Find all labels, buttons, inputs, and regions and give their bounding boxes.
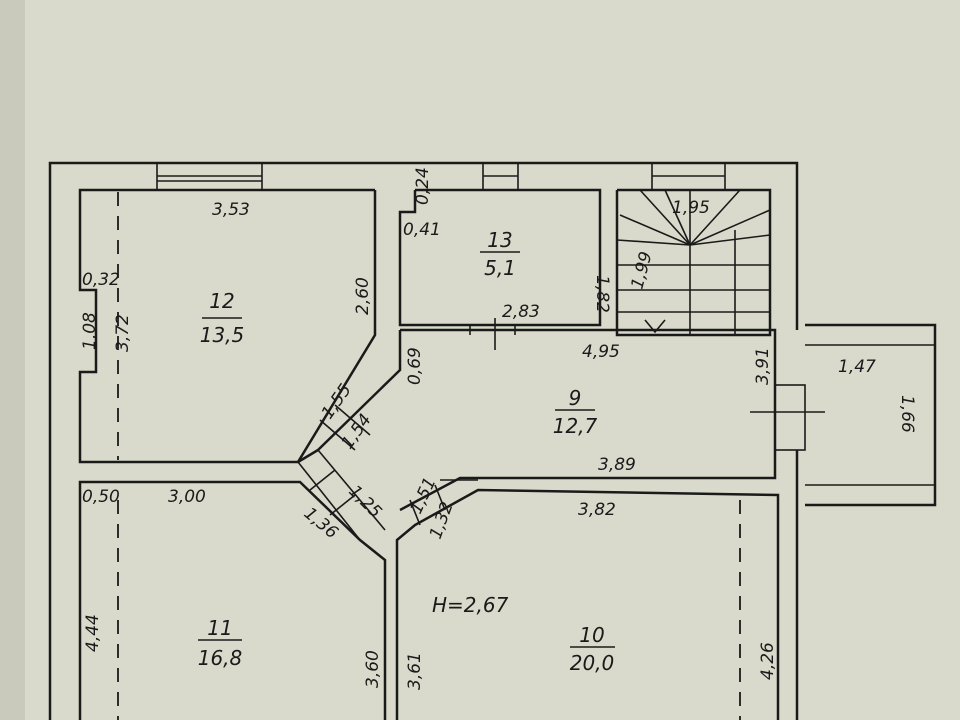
page-edge xyxy=(0,0,25,720)
dim-r12-notch-w: 0,32 xyxy=(82,270,120,290)
room-10-area: 20,0 xyxy=(570,651,615,675)
dim-r13-right: 1,82 xyxy=(592,275,612,313)
dim-balcony-w: 1,47 xyxy=(838,357,876,377)
room-12 xyxy=(78,188,377,464)
room-labels: 12 13,5 13 5,1 9 12,7 11 16,8 10 20,0 H=… xyxy=(198,228,615,675)
room-10 xyxy=(395,488,780,720)
dim-r12-right: 2,60 xyxy=(353,277,373,315)
dim-r11-notch: 0,50 xyxy=(82,487,120,507)
room-13 xyxy=(398,188,602,327)
dim-r10-left: 3,61 xyxy=(405,652,425,690)
room-13-area: 5,1 xyxy=(484,256,516,280)
dim-stair-top: 1,95 xyxy=(672,198,710,218)
ceiling-height: H=2,67 xyxy=(432,593,509,617)
dim-r9-right: 3,91 xyxy=(753,347,773,385)
dim-r12-top: 3,53 xyxy=(212,200,250,220)
dim-r9-left: 0,69 xyxy=(405,347,425,385)
dim-r13-notch-h: 0,24 xyxy=(413,167,433,205)
staircase xyxy=(615,188,772,337)
dim-r9-top: 4,95 xyxy=(582,342,620,362)
dim-r11-right: 3,60 xyxy=(363,650,383,688)
room-11-area: 16,8 xyxy=(198,646,243,670)
dim-r12-left: 3,72 xyxy=(113,314,133,352)
room-9-number: 9 xyxy=(569,386,582,410)
dim-r13-notch-w: 0,41 xyxy=(403,220,441,240)
room-13-number: 13 xyxy=(487,228,512,252)
room-9 xyxy=(317,318,825,512)
room-11-number: 11 xyxy=(207,616,232,640)
room-12-area: 13,5 xyxy=(200,323,245,347)
dim-balcony-h: 1,66 xyxy=(897,395,917,433)
dim-r10-right: 4,26 xyxy=(758,642,778,680)
dim-r12-notch-h: 1,08 xyxy=(80,312,100,350)
room-10-number: 10 xyxy=(579,623,604,647)
room-12-number: 12 xyxy=(209,289,234,313)
corridor-diagonal xyxy=(297,404,478,541)
room-11 xyxy=(78,480,387,720)
dim-r9-bottom: 3,89 xyxy=(598,455,636,475)
dim-r11-top: 3,00 xyxy=(168,487,206,507)
room-9-area: 12,7 xyxy=(553,414,598,438)
outer-walls xyxy=(48,161,937,720)
dim-r11-left: 4,44 xyxy=(83,614,103,652)
dim-r13-bottom: 2,83 xyxy=(502,302,540,322)
dim-r10-top: 3,82 xyxy=(578,500,616,520)
